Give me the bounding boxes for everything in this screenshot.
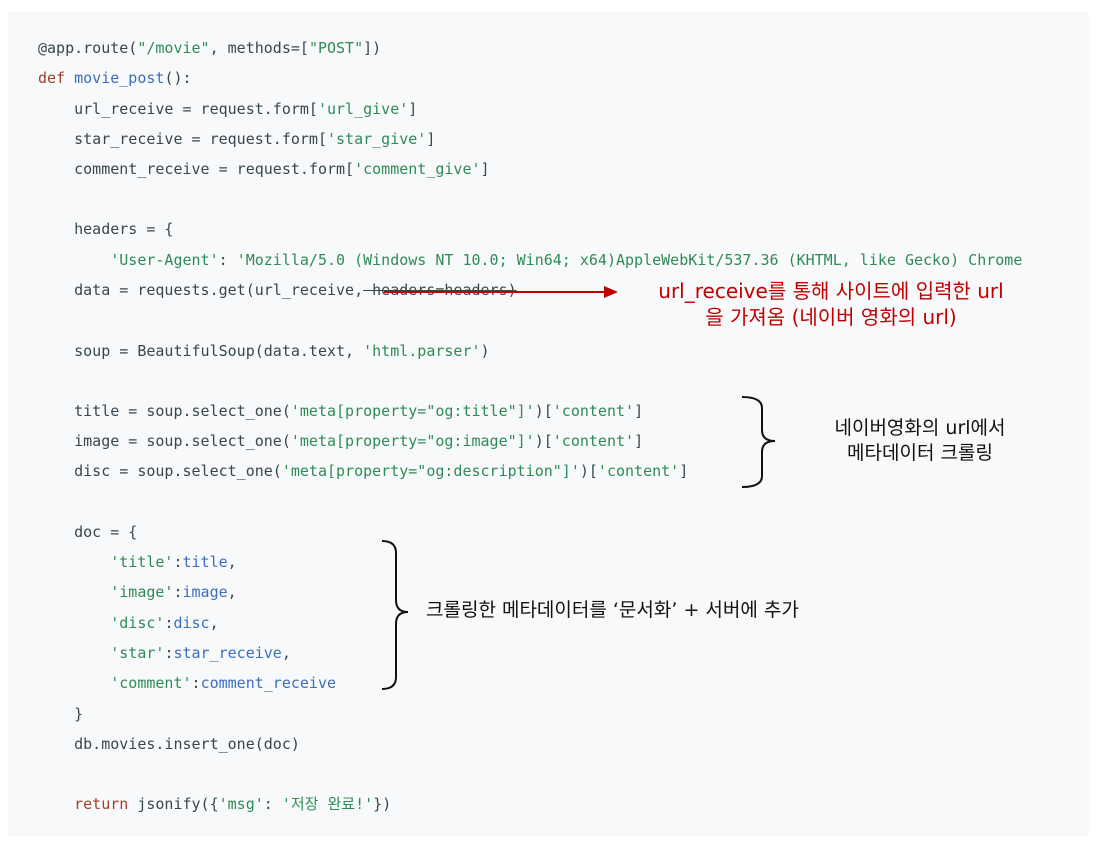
- code-line: data = requests.get(url_receive, headers…: [38, 281, 517, 299]
- code-line: @app.route("/movie", methods=["POST"]): [38, 39, 382, 57]
- code-line: 'comment':comment_receive: [110, 674, 337, 692]
- code-line: headers = {: [38, 220, 174, 238]
- brace-meta: [741, 396, 776, 488]
- code-line: db.movies.insert_one(doc): [38, 735, 300, 753]
- code-line: 'star':star_receive,: [110, 644, 291, 662]
- code-block: @app.route("/movie", methods=["POST"]) d…: [8, 12, 1089, 836]
- code-line: soup = BeautifulSoup(data.text, 'html.pa…: [38, 342, 490, 360]
- code-line: 'disc':disc,: [110, 614, 219, 632]
- code-line: 'User-Agent': 'Mozilla/5.0 (Windows NT 1…: [110, 251, 1023, 269]
- annotation-url-receive: url_receive를 통해 사이트에 입력한 url 을 가져옴 (네이버 …: [658, 279, 1004, 329]
- code-line: return jsonify({'msg': '저장 완료!'}): [74, 795, 392, 813]
- annotation-meta-crawl: 네이버영화의 url에서 메타데이터 크롤링: [834, 417, 1006, 464]
- code-line: comment_receive = request.form['comment_…: [38, 160, 490, 178]
- code-line: def movie_post():: [38, 69, 192, 87]
- code-line: disc = soup.select_one('meta[property="o…: [38, 462, 689, 480]
- code-line: 'image':image,: [110, 583, 237, 601]
- code-line: star_receive = request.form['star_give']: [38, 130, 436, 148]
- code-line: }: [38, 705, 84, 723]
- code-line: doc = {: [38, 523, 138, 541]
- arrow-head: [604, 286, 618, 298]
- code-line: image = soup.select_one('meta[property="…: [38, 432, 644, 450]
- code-line: 'title':title,: [110, 553, 237, 571]
- code-line: title = soup.select_one('meta[property="…: [38, 402, 644, 420]
- struck-headers-arg: headers=headers): [363, 281, 517, 299]
- annotation-doc-insert: 크롤링한 메타데이터를 ‘문서화’ + 서버에 추가: [426, 599, 799, 621]
- brace-doc: [381, 540, 409, 690]
- code-line: url_receive = request.form['url_give']: [38, 100, 418, 118]
